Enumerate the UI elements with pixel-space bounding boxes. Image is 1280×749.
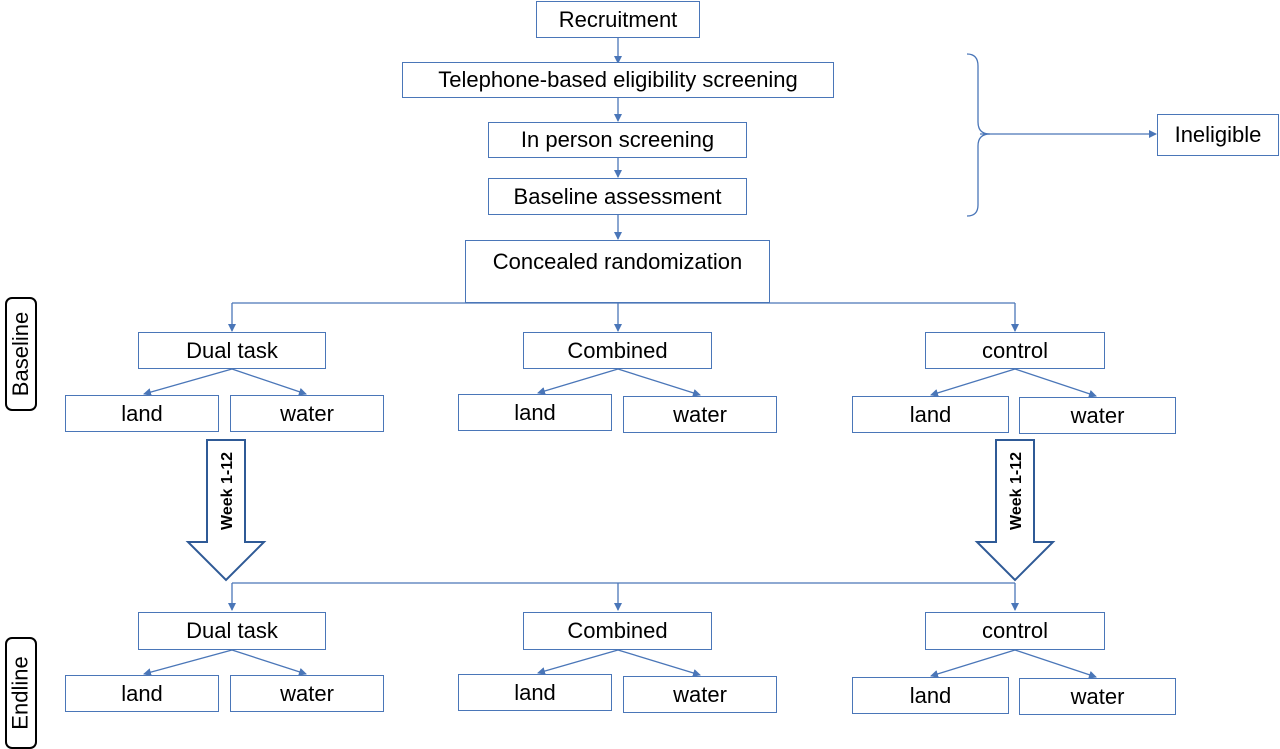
water-box-dual-task-endline: water <box>230 675 384 712</box>
ineligible-bracket <box>966 53 991 217</box>
randomization-box: Concealed randomization <box>465 240 770 303</box>
combined-box-baseline: Combined <box>523 332 712 369</box>
dual-task-box-baseline: Dual task <box>138 332 326 369</box>
week-label-right: Week 1-12 <box>1008 452 1025 530</box>
combined-box-endline: Combined <box>523 612 712 650</box>
endline-phase-label: Endline <box>5 637 37 749</box>
land-box-dual-task-baseline: land <box>65 395 219 432</box>
week-arrow-right <box>974 439 1056 582</box>
dual-task-box-endline: Dual task <box>138 612 326 650</box>
baseline-phase-label: Baseline <box>5 297 37 411</box>
recruitment-box: Recruitment <box>536 1 700 38</box>
control-box-baseline: control <box>925 332 1105 369</box>
ineligible-box: Ineligible <box>1157 114 1279 156</box>
water-box-control-endline: water <box>1019 678 1176 715</box>
land-box-control-baseline: land <box>852 396 1009 433</box>
land-box-control-endline: land <box>852 677 1009 714</box>
water-box-combined-endline: water <box>623 676 777 713</box>
telephone-screening-box: Telephone-based eligibility screening <box>402 62 834 98</box>
control-box-endline: control <box>925 612 1105 650</box>
water-box-control-baseline: water <box>1019 397 1176 434</box>
land-box-combined-baseline: land <box>458 394 612 431</box>
baseline-assessment-box: Baseline assessment <box>488 178 747 215</box>
week-label-left: Week 1-12 <box>219 452 236 530</box>
week-arrow-left <box>185 439 267 582</box>
land-box-combined-endline: land <box>458 674 612 711</box>
water-box-combined-baseline: water <box>623 396 777 433</box>
water-box-dual-task-baseline: water <box>230 395 384 432</box>
land-box-dual-task-endline: land <box>65 675 219 712</box>
in-person-screening-box: In person screening <box>488 122 747 158</box>
